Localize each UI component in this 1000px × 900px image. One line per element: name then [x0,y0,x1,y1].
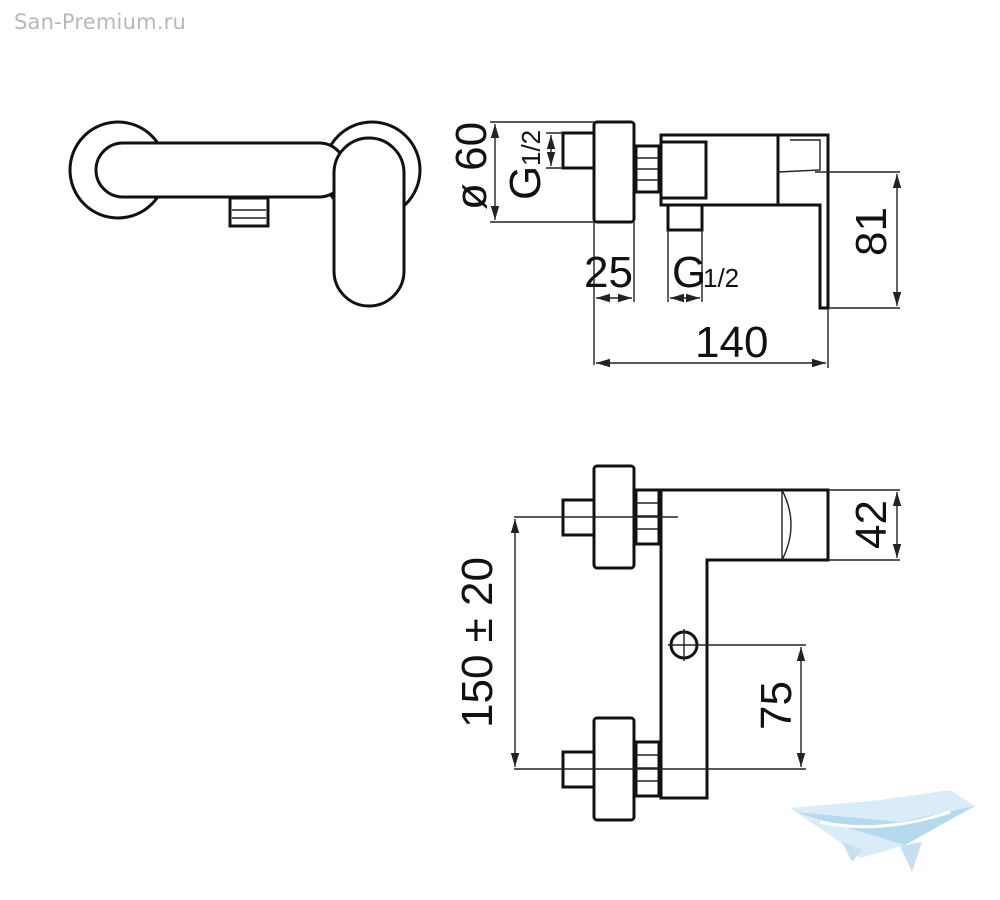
dim-42-label: 42 [847,500,896,549]
front-view [68,120,422,308]
side-lever [776,133,830,310]
dim-diameter-label: ø 60 [447,122,496,210]
top-dimensions [510,489,902,770]
side-view [561,120,900,310]
outlet-nozzle [228,196,270,228]
dim-thread-bottom-fraction: 1/2 [703,263,739,293]
side-flange [592,120,636,224]
dim-81-label: 81 [847,207,896,256]
side-dimensions [490,121,902,368]
dim-25-label: 25 [584,248,633,297]
mixer-body [94,141,348,199]
site-watermark: San-Premium.ru [14,10,186,34]
lever-handle [332,136,406,308]
inlet-stub [561,131,596,170]
dim-thread-bottom-label: G [672,248,706,297]
side-outlet [666,203,704,232]
top-view [514,464,830,822]
dim-75-label: 75 [752,681,801,730]
dim-150-label: 150 ± 20 [453,557,502,728]
dim-140-label: 140 [695,318,768,367]
dim-thread-top-fraction: 1/2 [516,130,546,166]
side-inlet-block [659,140,708,200]
bathtub-logo-icon [790,790,975,872]
dim-thread-top-label: G [501,166,550,200]
